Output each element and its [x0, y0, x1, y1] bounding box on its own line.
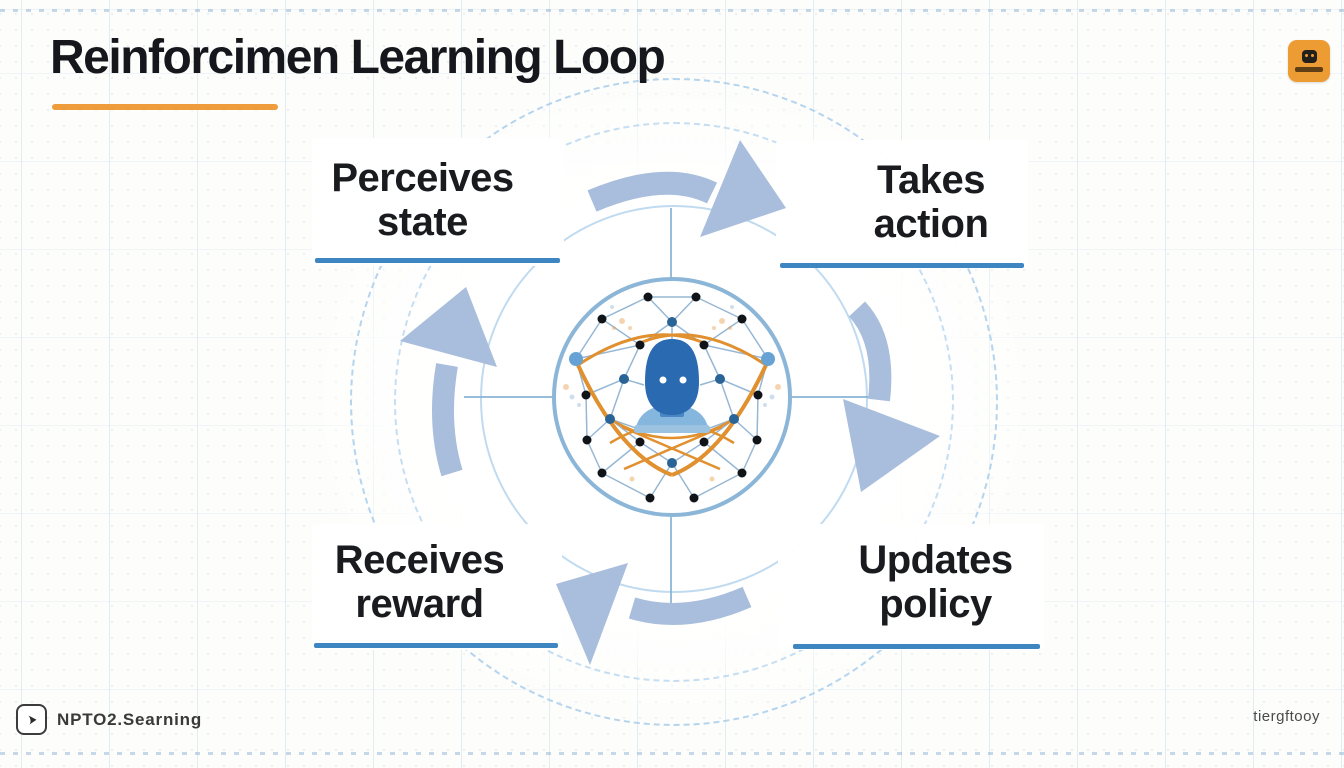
- app-logo-icon: [1288, 40, 1330, 82]
- blue-splash-decor: [569, 305, 775, 407]
- step-label-updates-policy: Updates policy: [828, 538, 1043, 626]
- inner-dashed-circle: [394, 122, 954, 682]
- logo-fine-print-bar: [1295, 67, 1323, 72]
- top-dotted-band: [0, 9, 1344, 12]
- label-panel-top-right: [776, 140, 1028, 268]
- loop-arrow-bottom: [556, 563, 752, 665]
- step-line: action: [873, 202, 989, 246]
- agent-robot-icon: [634, 339, 710, 433]
- step-line: Takes: [877, 158, 985, 202]
- step-line: policy: [879, 582, 992, 626]
- step-line: Perceives: [331, 156, 514, 200]
- bottom-dotted-band: [0, 752, 1344, 755]
- step-line: reward: [355, 582, 484, 626]
- step-line: Receives: [334, 538, 505, 582]
- orange-splash-decor: [563, 318, 781, 482]
- footer-brand-block: NPTO2.Searning: [16, 704, 202, 735]
- spoke-connectors: [464, 208, 879, 612]
- step-label-takes-action: Takes action: [826, 158, 1036, 246]
- footer-brand-text: NPTO2.Searning: [57, 709, 203, 729]
- robot-head-glyph: [1301, 50, 1317, 63]
- loop-arrow-top: [587, 140, 786, 237]
- thin-loop-circle: [480, 205, 868, 593]
- step-line: Updates: [858, 538, 1013, 582]
- step-underline-perceives-state: [315, 258, 560, 263]
- step-label-perceives-state: Perceives state: [315, 156, 530, 244]
- play-bird-glyph: [28, 715, 36, 724]
- step-underline-updates-policy: [793, 644, 1040, 649]
- network-nodes-lightblue: [569, 352, 775, 366]
- footer-logo-icon: [16, 704, 47, 735]
- label-panel-bottom-left: [312, 524, 562, 650]
- network-nodes-black: [581, 292, 763, 503]
- orange-network-curves: [576, 333, 768, 477]
- label-panel-bottom-right: [778, 524, 1044, 650]
- neural-network-graphic: [563, 292, 781, 503]
- step-underline-takes-action: [780, 263, 1024, 268]
- agent-network-illustration: [552, 277, 792, 517]
- title-accent-underline: [52, 104, 278, 110]
- step-underline-receives-reward: [314, 643, 558, 648]
- network-nodes-blue: [605, 317, 739, 468]
- loop-arrow-right: [843, 301, 940, 492]
- label-panel-top-left: [312, 138, 564, 266]
- step-label-receives-reward: Receives reward: [312, 538, 527, 626]
- outer-dashed-circle: [350, 78, 998, 726]
- loop-arrows: [400, 140, 940, 665]
- footer-credit-text: tiergftooy: [1253, 708, 1320, 725]
- step-line: state: [377, 200, 468, 244]
- page-title: Reinforcimen Learning Loop: [50, 31, 666, 84]
- loop-arrow-left: [400, 287, 497, 477]
